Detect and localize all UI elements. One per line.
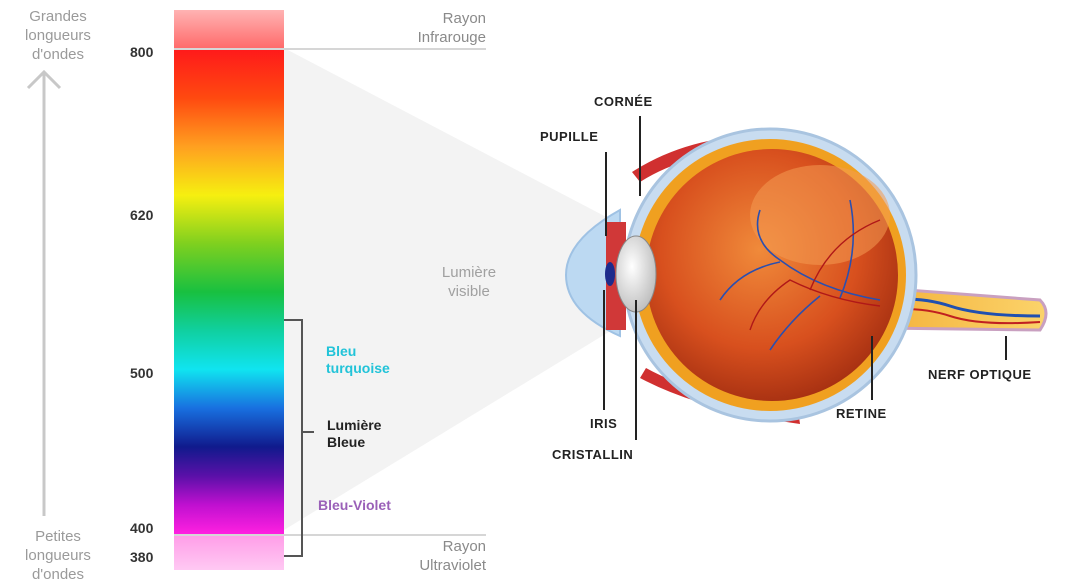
tick-label: 400 <box>130 520 153 536</box>
retina-label: RETINE <box>836 406 887 421</box>
tick-label: 380 <box>130 549 153 565</box>
pupil-shape <box>605 262 615 286</box>
visible-spectrum-bar <box>174 50 284 534</box>
pupil-label: PUPILLE <box>540 129 598 144</box>
ultraviolet-ray-label: Rayon Ultraviolet <box>356 537 486 575</box>
lens-label: CRISTALLIN <box>552 447 633 462</box>
tick-label: 800 <box>130 44 153 60</box>
optic-nerve-label: NERF OPTIQUE <box>928 367 1032 382</box>
tick-label: 620 <box>130 207 153 223</box>
blue-violet-band-label: Bleu-Violet <box>318 497 391 514</box>
ultraviolet-band <box>174 536 284 570</box>
visible-light-label: Lumière visible <box>414 263 524 301</box>
blue-light-band-label: Lumière Bleue <box>327 417 381 451</box>
tick-label: 500 <box>130 365 153 381</box>
turquoise-band-label: Bleu turquoise <box>326 343 390 377</box>
infrared-band <box>174 10 284 48</box>
infrared-ray-label: Rayon Infrarouge <box>356 9 486 47</box>
vitreous-highlight <box>750 165 890 265</box>
cornea-label: CORNÉE <box>594 94 653 109</box>
long-wavelength-label: Grandes longueurs d'ondes <box>3 7 113 64</box>
iris-label: IRIS <box>590 416 617 431</box>
short-wavelength-label: Petites longueurs d'ondes <box>3 527 113 584</box>
